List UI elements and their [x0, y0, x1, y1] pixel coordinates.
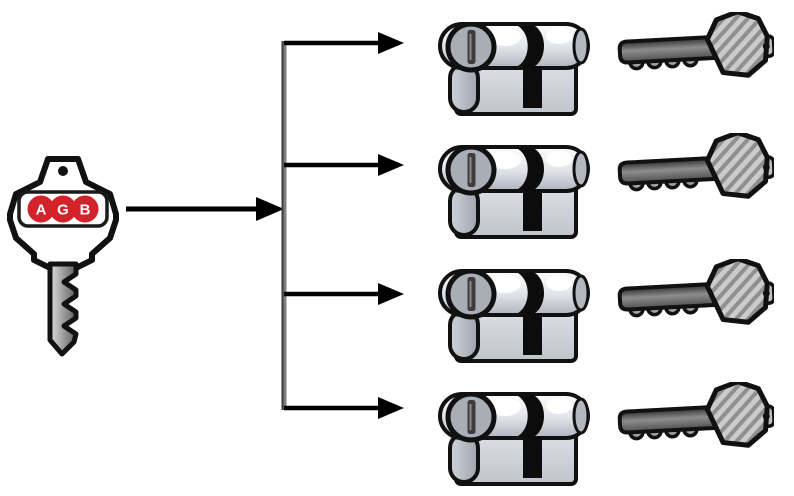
individual-key-icon-2 — [616, 133, 774, 213]
individual-key-icon-3 — [616, 259, 774, 339]
badge-letter-b: B — [80, 202, 91, 219]
individual-key-icon-1 — [616, 12, 774, 92]
individual-key-icon-4 — [616, 382, 774, 462]
badge-letter-a: A — [36, 202, 47, 219]
cylinder-icon-2 — [438, 145, 590, 241]
master-arrow — [126, 197, 284, 221]
branch-arrow-1 — [284, 32, 404, 54]
cylinder-icon-4 — [438, 392, 590, 488]
cylinder-icon-3 — [438, 269, 590, 365]
master-key-badge: A G B — [17, 190, 109, 228]
master-key-hole — [58, 166, 68, 176]
cylinder-icon-1 — [438, 22, 590, 118]
master-key-blade — [47, 261, 79, 357]
branch-arrow-4 — [284, 397, 404, 419]
branch-arrow-2 — [284, 154, 404, 176]
trunk-line — [281, 41, 287, 410]
branch-arrow-3 — [284, 283, 404, 305]
master-key-icon: A G B — [7, 156, 119, 357]
badge-letter-g: G — [57, 202, 69, 219]
